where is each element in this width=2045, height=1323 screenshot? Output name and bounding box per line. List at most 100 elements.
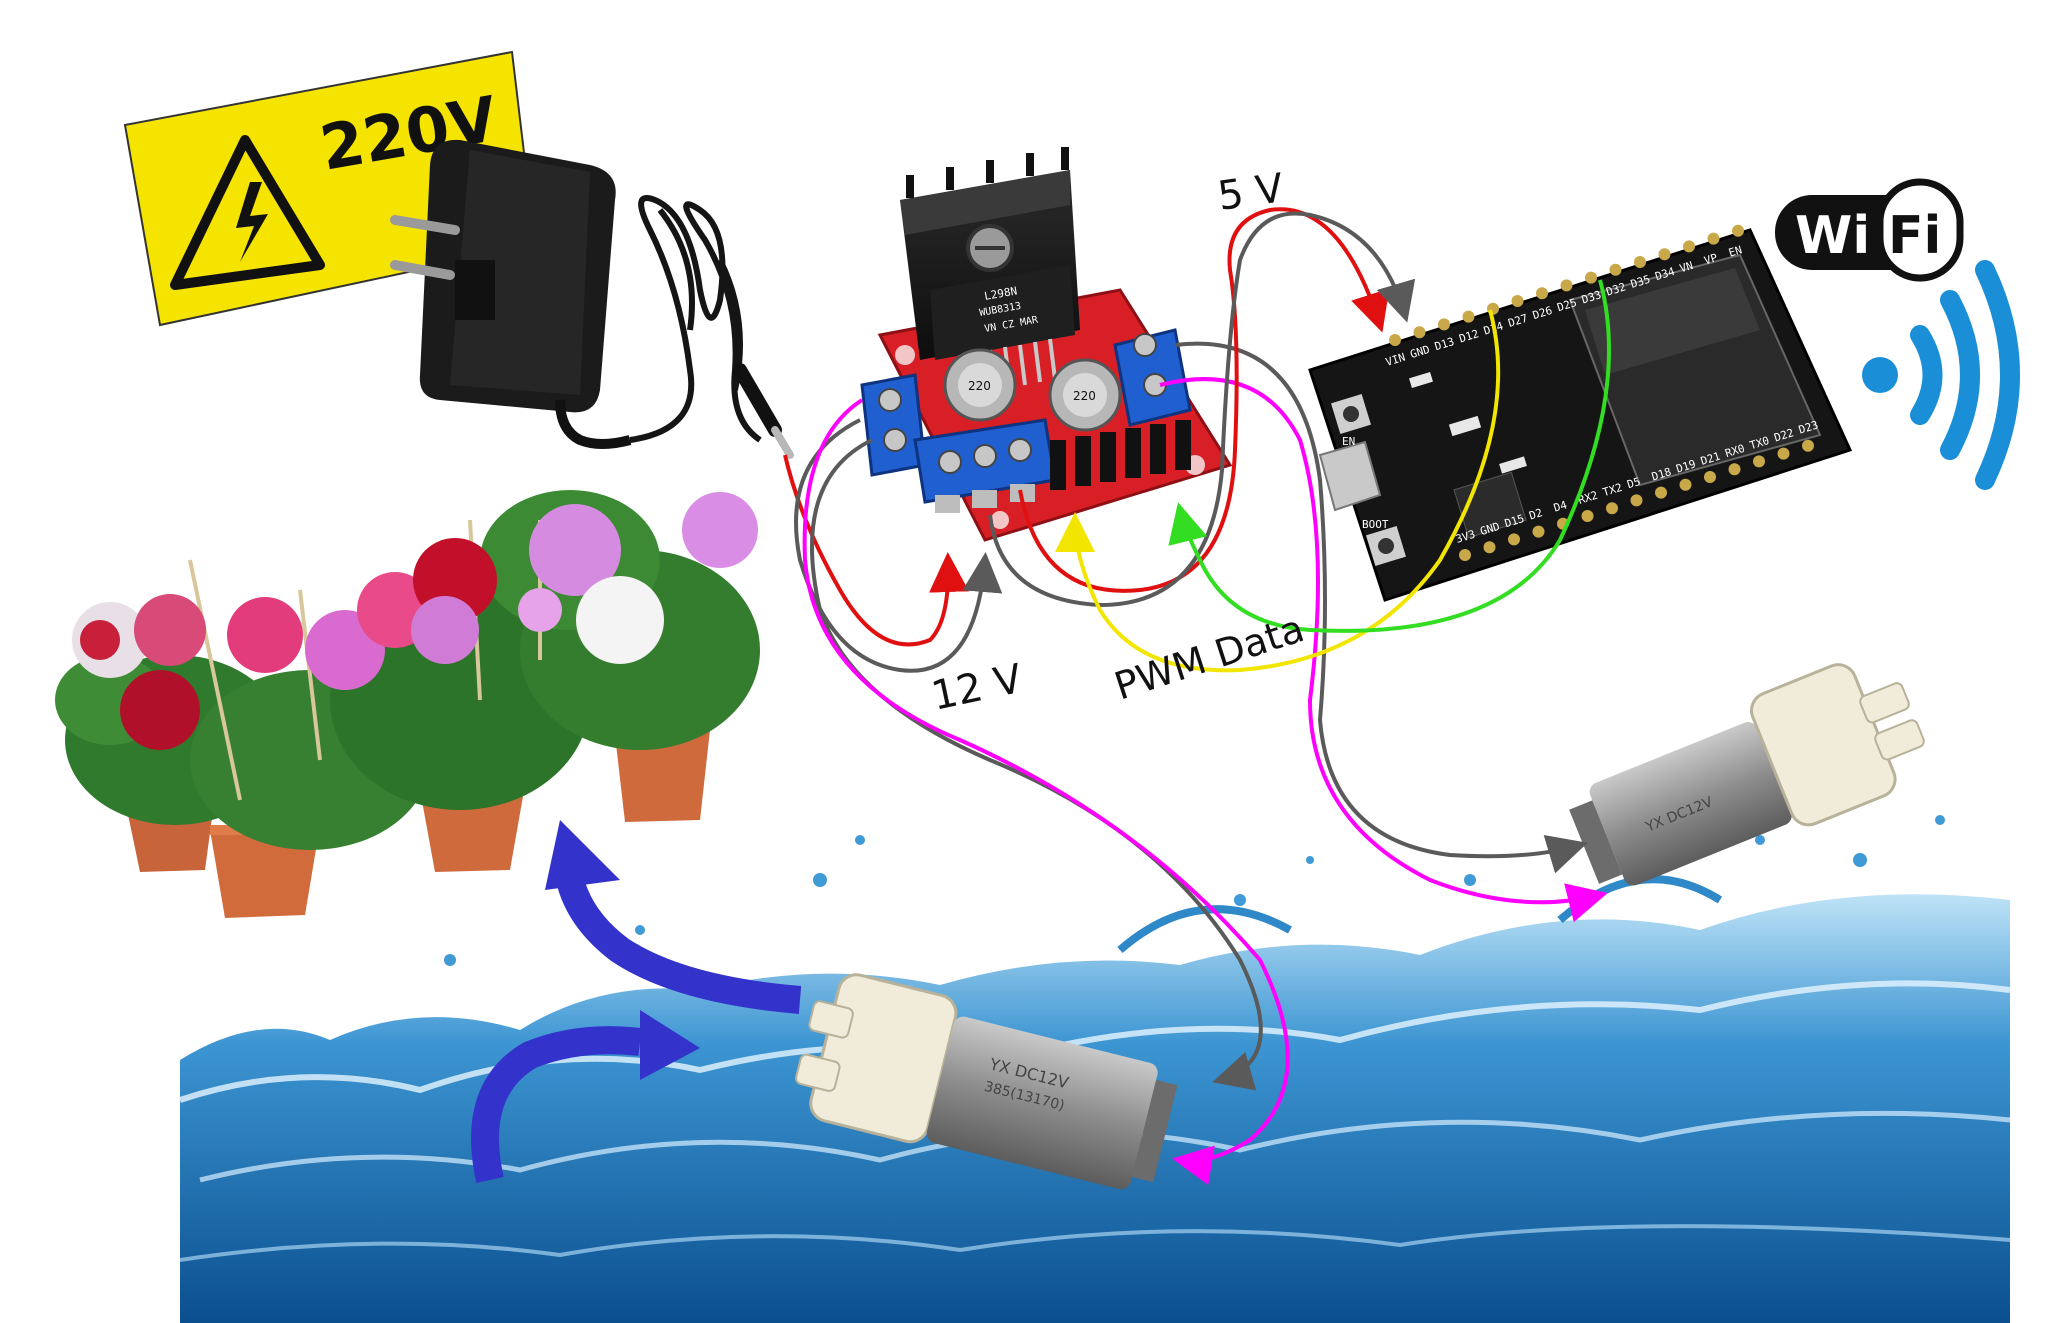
esp32-pin — [1655, 486, 1667, 499]
outflow-arrowhead — [545, 820, 620, 890]
esp32-pin-label: D25 — [1556, 296, 1579, 314]
esp32-pin-label: VIN — [1384, 351, 1407, 369]
wire-pump1-gray — [809, 438, 1263, 1091]
esp32-pin — [1679, 478, 1692, 491]
chip-text-1: L298N — [983, 284, 1018, 303]
esp32-pin-label: GND — [1409, 343, 1432, 361]
label-pwm-data: PWM Data — [1109, 606, 1309, 708]
esp32-pin-label: VP — [1703, 251, 1720, 267]
esp32-pin — [1438, 318, 1450, 331]
label-12v: 12 V — [928, 656, 1027, 720]
wire-5v-red — [1018, 207, 1390, 593]
water-flow-arrows — [471, 820, 802, 1184]
esp32-pin-label: D33 — [1580, 288, 1603, 306]
esp32-pin-label: D4 — [1552, 498, 1569, 514]
esp32-pin-label: RX2 — [1577, 489, 1600, 507]
esp32-pin-label: D13 — [1433, 335, 1456, 353]
esp32-pin — [1777, 447, 1790, 460]
esp32-pin-label: RX0 — [1724, 442, 1747, 460]
esp32-pin — [1732, 224, 1744, 237]
label-5v: 5 V — [1215, 165, 1287, 220]
esp32-pin — [1585, 271, 1597, 284]
capacitor-1-text: 220 — [968, 379, 991, 393]
esp32-pin — [1802, 439, 1814, 452]
esp32-pin-label: 3V3 — [1454, 528, 1477, 546]
esp32-pin — [1707, 232, 1720, 245]
esp32-pin — [1728, 463, 1741, 476]
esp32-pin-label: D34 — [1654, 265, 1677, 283]
esp32-pin — [1536, 287, 1548, 300]
esp32-pin-label: EN — [1727, 243, 1743, 259]
esp32-pin — [1462, 310, 1475, 323]
high-voltage-icon — [170, 135, 325, 290]
esp32-pin — [1413, 326, 1426, 339]
esp32-pin — [1753, 455, 1765, 468]
esp32-pin-label: D27 — [1507, 312, 1530, 330]
en-button-label: EN — [1342, 435, 1355, 448]
esp32-pin-label: D26 — [1531, 304, 1554, 322]
esp32-pin — [1389, 334, 1401, 346]
capacitor-2: 220 — [1048, 358, 1122, 432]
en-button: EN — [1331, 394, 1371, 448]
terminal-out-right — [1113, 328, 1192, 427]
esp32-pin-label: D35 — [1629, 273, 1652, 291]
esp32-pin-label: D15 — [1503, 512, 1526, 530]
esp32-pin — [1609, 263, 1622, 276]
out-label: OUT — [873, 489, 897, 504]
wifi-signal-icon — [1862, 260, 2020, 490]
wifi-logo: Wi Fi — [1775, 178, 1964, 282]
wire-pump2-magenta — [1159, 377, 1608, 923]
esp32-pin-label: D23 — [1797, 418, 1820, 436]
power-adapter — [390, 139, 794, 459]
control-header-pins — [1050, 420, 1191, 490]
esp32-pin-label: D22 — [1773, 426, 1796, 444]
esp32-pin — [1630, 494, 1643, 507]
wire-pwm-green — [1168, 279, 1611, 633]
intake-arrowhead — [640, 1010, 700, 1080]
water-pump-spare: YX DC12V — [1569, 663, 1925, 886]
esp32-pin — [1459, 549, 1471, 561]
l298n-motor-driver: L298N WUB8313 VN CZ MAR 220 220 — [860, 147, 1233, 542]
esp32-pin-label: D21 — [1699, 450, 1722, 468]
wire-12v-gray — [794, 418, 1003, 673]
wire-pump1-magenta — [802, 398, 1290, 1185]
capacitor-2-text: 220 — [1073, 389, 1096, 403]
esp32-pin-label: D5 — [1626, 475, 1642, 491]
esp32-pin-label: TX0 — [1748, 434, 1771, 452]
esp32-pin — [1532, 525, 1545, 538]
esp32-pin — [1511, 295, 1524, 307]
esp32-pin-label: D32 — [1605, 280, 1628, 298]
esp32-pin-label: GND — [1479, 520, 1502, 538]
wire-pump2-gray — [1174, 341, 1588, 874]
esp32-pin — [1683, 240, 1695, 253]
esp32-pin-label: VN — [1678, 259, 1694, 275]
wifi-logo-text-fi: Fi — [1888, 206, 1941, 266]
wires — [783, 207, 1611, 1185]
wire-pwm-yellow — [1055, 309, 1501, 673]
l298n-chip: L298N WUB8313 VN CZ MAR — [930, 265, 1075, 396]
esp32-pin — [1704, 471, 1716, 483]
capacitor-1: 220 — [943, 348, 1017, 422]
water-outflow-arrow — [556, 876, 802, 1014]
esp32-pin — [1658, 248, 1671, 261]
esp32-pin — [1581, 510, 1594, 522]
esp32-pin — [1508, 533, 1520, 546]
micro-usb-port — [1318, 440, 1382, 512]
esp32-pin — [1606, 502, 1618, 515]
esp32-wroom-module — [1568, 253, 1822, 487]
esp32-pin-label: D2 — [1528, 506, 1544, 522]
terminal-out-left — [860, 373, 927, 477]
water-intake-arrow — [471, 1026, 642, 1184]
esp32-pin — [1560, 279, 1573, 292]
wire-5v-gray — [988, 211, 1416, 608]
boot-button: BOOT — [1362, 518, 1406, 566]
esp32-pin-label: D19 — [1675, 457, 1698, 475]
esp32-pin-label: TX2 — [1601, 481, 1624, 499]
esp32-pin-label: D12 — [1458, 327, 1481, 345]
esp32-pin — [1483, 541, 1496, 554]
